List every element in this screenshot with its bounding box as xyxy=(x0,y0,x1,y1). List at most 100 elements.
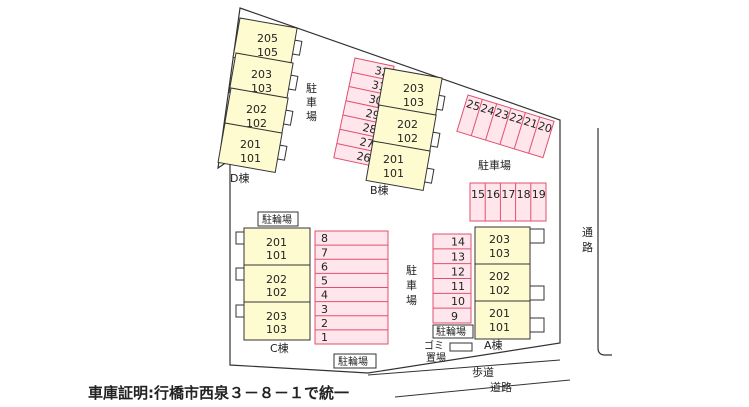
parking-stall-26[interactable]: 26 xyxy=(355,150,371,166)
parking-label-right: 駐車場 xyxy=(478,158,511,172)
svg-text:101: 101 xyxy=(266,249,287,262)
parking-stall-divider xyxy=(342,114,383,124)
svg-text:105: 105 xyxy=(257,46,278,59)
parking-stall-17[interactable]: 17 xyxy=(501,188,515,201)
svg-text:103: 103 xyxy=(403,96,424,109)
building-c-unit-2[interactable]: 202 102 xyxy=(235,264,311,304)
building-d-label: D棟 xyxy=(230,171,249,185)
svg-text:102: 102 xyxy=(266,286,287,299)
garage-certificate-caption: 車庫証明:行橋市西泉３－８－１で統一 xyxy=(88,384,349,402)
building-c: 201 101 202 102 203 103 C棟 xyxy=(235,227,311,355)
parking-stall-6[interactable]: 6 xyxy=(321,260,328,273)
building-a: 203 103 202 102 201 101 A棟 xyxy=(474,226,545,352)
building-b: 203 103 202 102 201 101 B棟 xyxy=(365,67,446,197)
street-label-1: 通 xyxy=(582,226,593,239)
svg-text:103: 103 xyxy=(251,82,272,95)
parking-stall-2[interactable]: 2 xyxy=(321,317,328,330)
svg-text:202: 202 xyxy=(489,270,510,283)
parking-stall-3[interactable]: 3 xyxy=(321,303,328,316)
parking-stall-13[interactable]: 13 xyxy=(451,250,465,263)
parking-stall-5[interactable]: 5 xyxy=(321,275,328,288)
svg-text:103: 103 xyxy=(266,323,287,336)
parking-stall-25[interactable]: 25 xyxy=(465,97,482,114)
parking-label-top-left-1: 駐 xyxy=(306,81,317,95)
svg-text:103: 103 xyxy=(489,247,510,260)
svg-text:201: 201 xyxy=(489,307,510,320)
svg-text:202: 202 xyxy=(397,118,418,131)
parking-stall-9[interactable]: 9 xyxy=(451,310,458,323)
bicycle-parking-bottom: 駐輪場 xyxy=(333,353,377,369)
parking-stall-18[interactable]: 18 xyxy=(517,188,531,201)
svg-text:101: 101 xyxy=(489,321,510,334)
parking-stall-4[interactable]: 4 xyxy=(321,289,328,302)
parking-stall-22[interactable]: 22 xyxy=(508,110,525,127)
garbage-area xyxy=(449,342,473,352)
road-label: 道路 xyxy=(490,380,512,394)
parking-stall-19[interactable]: 19 xyxy=(532,188,546,201)
road-line xyxy=(394,379,571,398)
parking-stall-divider xyxy=(528,116,541,154)
svg-text:101: 101 xyxy=(383,167,404,180)
parking-stall-12[interactable]: 12 xyxy=(451,265,465,278)
building-d-unit-4[interactable]: 201 101 xyxy=(217,122,288,174)
parking-stall-11[interactable]: 11 xyxy=(451,280,465,293)
building-b-unit-3[interactable]: 201 101 xyxy=(365,140,435,192)
svg-text:203: 203 xyxy=(251,68,272,81)
svg-text:駐輪場: 駐輪場 xyxy=(436,325,466,338)
parking-stall-divider xyxy=(470,99,483,136)
building-b-unit-2[interactable]: 202 102 xyxy=(371,104,441,156)
building-c-label: C棟 xyxy=(270,341,289,355)
svg-text:203: 203 xyxy=(403,82,424,95)
svg-text:203: 203 xyxy=(266,310,287,323)
parking-stall-divider xyxy=(513,112,526,150)
building-d: 205 105 203 103 202 102 201 101 D棟 xyxy=(217,17,303,185)
site-boundary xyxy=(217,7,561,374)
building-a-unit-3[interactable]: 201 101 xyxy=(474,300,545,340)
building-a-label: A棟 xyxy=(484,338,503,352)
building-a-unit-1[interactable]: 203 103 xyxy=(474,226,545,266)
bicycle-parking-c: 駐輪場 xyxy=(257,211,299,227)
parking-stall-15[interactable]: 15 xyxy=(471,188,485,201)
building-c-unit-3[interactable]: 203 103 xyxy=(235,301,311,341)
building-a-unit-2[interactable]: 202 102 xyxy=(474,263,545,303)
garbage-label-1: ゴミ xyxy=(424,339,444,352)
svg-text:202: 202 xyxy=(246,103,267,116)
parking-stall-14[interactable]: 14 xyxy=(451,236,465,249)
parking-stall-20[interactable]: 20 xyxy=(536,119,553,136)
svg-text:102: 102 xyxy=(489,284,510,297)
svg-text:駐輪場: 駐輪場 xyxy=(262,213,292,226)
parking-stall-8[interactable]: 8 xyxy=(321,232,328,245)
svg-text:201: 201 xyxy=(240,138,261,151)
parking-stall-23[interactable]: 23 xyxy=(493,106,510,123)
parking-stall-10[interactable]: 10 xyxy=(451,295,465,308)
parking-stall-divider xyxy=(339,128,380,139)
building-c-unit-1[interactable]: 201 101 xyxy=(235,227,311,267)
parking-label-top-left-3: 場 xyxy=(306,110,317,123)
parking-label-top-left-2: 車 xyxy=(306,95,317,109)
parking-label-mid-1: 駐 xyxy=(406,263,417,277)
parking-stall-24[interactable]: 24 xyxy=(479,102,496,119)
building-d-unit-3[interactable]: 202 102 xyxy=(223,87,294,139)
parking-stall-27[interactable]: 27 xyxy=(358,135,374,151)
parking-stall-1[interactable]: 1 xyxy=(321,331,328,344)
svg-text:203: 203 xyxy=(489,233,510,246)
bicycle-parking-a: 駐輪場 xyxy=(432,324,474,339)
svg-text:102: 102 xyxy=(397,132,418,145)
building-b-label: B棟 xyxy=(370,183,389,197)
svg-text:201: 201 xyxy=(383,153,404,166)
parking-stall-7[interactable]: 7 xyxy=(321,246,328,259)
parking-stall-21[interactable]: 21 xyxy=(522,115,539,132)
parking-stall-divider xyxy=(499,108,512,145)
svg-text:201: 201 xyxy=(266,236,287,249)
svg-text:102: 102 xyxy=(246,117,267,130)
street-line xyxy=(597,128,612,356)
garbage-label-2: 置場 xyxy=(426,351,446,364)
parking-stall-divider xyxy=(336,143,377,153)
parking-stall-16[interactable]: 16 xyxy=(486,188,500,201)
